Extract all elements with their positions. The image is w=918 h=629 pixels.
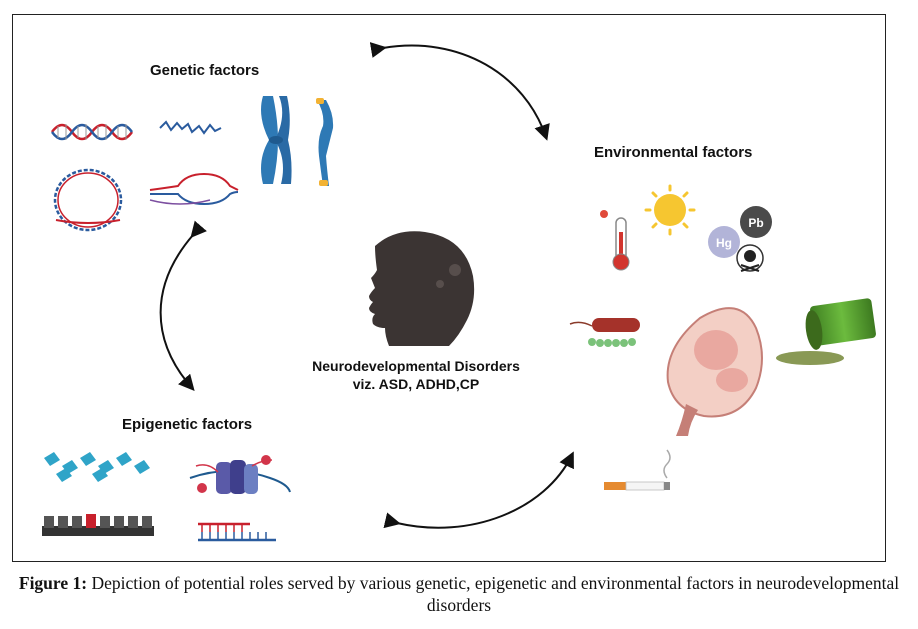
figure-frame: [12, 14, 886, 562]
methylation-icon: [197, 455, 271, 493]
oil-barrel-icon: [776, 298, 876, 365]
environmental-factors-label: Environmental factors: [594, 144, 753, 161]
thermometer-icon: [600, 210, 630, 271]
center-label: Neurodevelopmental Disorders viz. ASD, A…: [300, 357, 532, 393]
heavy-metal-icon: Hg Pb: [708, 206, 772, 258]
skull-icon: [736, 244, 764, 272]
caption-text: Depiction of potential roles served by v…: [91, 573, 900, 615]
arrow-epigenetic-environmental: [383, 451, 574, 529]
rna-icon: [198, 522, 276, 542]
histone-icon: [189, 459, 291, 494]
cigarette-icon: [604, 449, 671, 491]
genetic-factors-label: Genetic factors: [150, 62, 260, 79]
dna-helix-icon: [50, 123, 134, 141]
dna-loop-icon: [149, 172, 239, 206]
dna-strand-icon: [159, 120, 222, 135]
arrow-genetic-epigenetic: [159, 220, 207, 392]
lead-label: Pb: [748, 216, 763, 230]
plasmid-icon: [53, 168, 123, 232]
dna-bases-icon: [42, 514, 154, 536]
chromatid-icon: [316, 98, 334, 186]
arrow-genetic-environmental: [369, 42, 550, 141]
heat-icon: [600, 210, 608, 218]
epigenetic-factors-label: Epigenetic factors: [122, 416, 253, 433]
mercury-label: Hg: [716, 236, 732, 250]
bacteria-icon: [569, 318, 640, 347]
caption-prefix: Figure 1:: [18, 573, 88, 593]
chromosome-icon: [261, 96, 292, 184]
head-silhouette-icon: [369, 231, 475, 346]
center-title: Neurodevelopmental Disorders: [312, 358, 520, 374]
figure-caption: Figure 1: Depiction of potential roles s…: [0, 572, 918, 616]
nucleosome-chain-icon: [44, 452, 150, 482]
center-subtitle: viz. ASD, ADHD,CP: [352, 376, 480, 392]
fetus-icon: [666, 307, 763, 436]
sun-icon: [644, 184, 696, 236]
